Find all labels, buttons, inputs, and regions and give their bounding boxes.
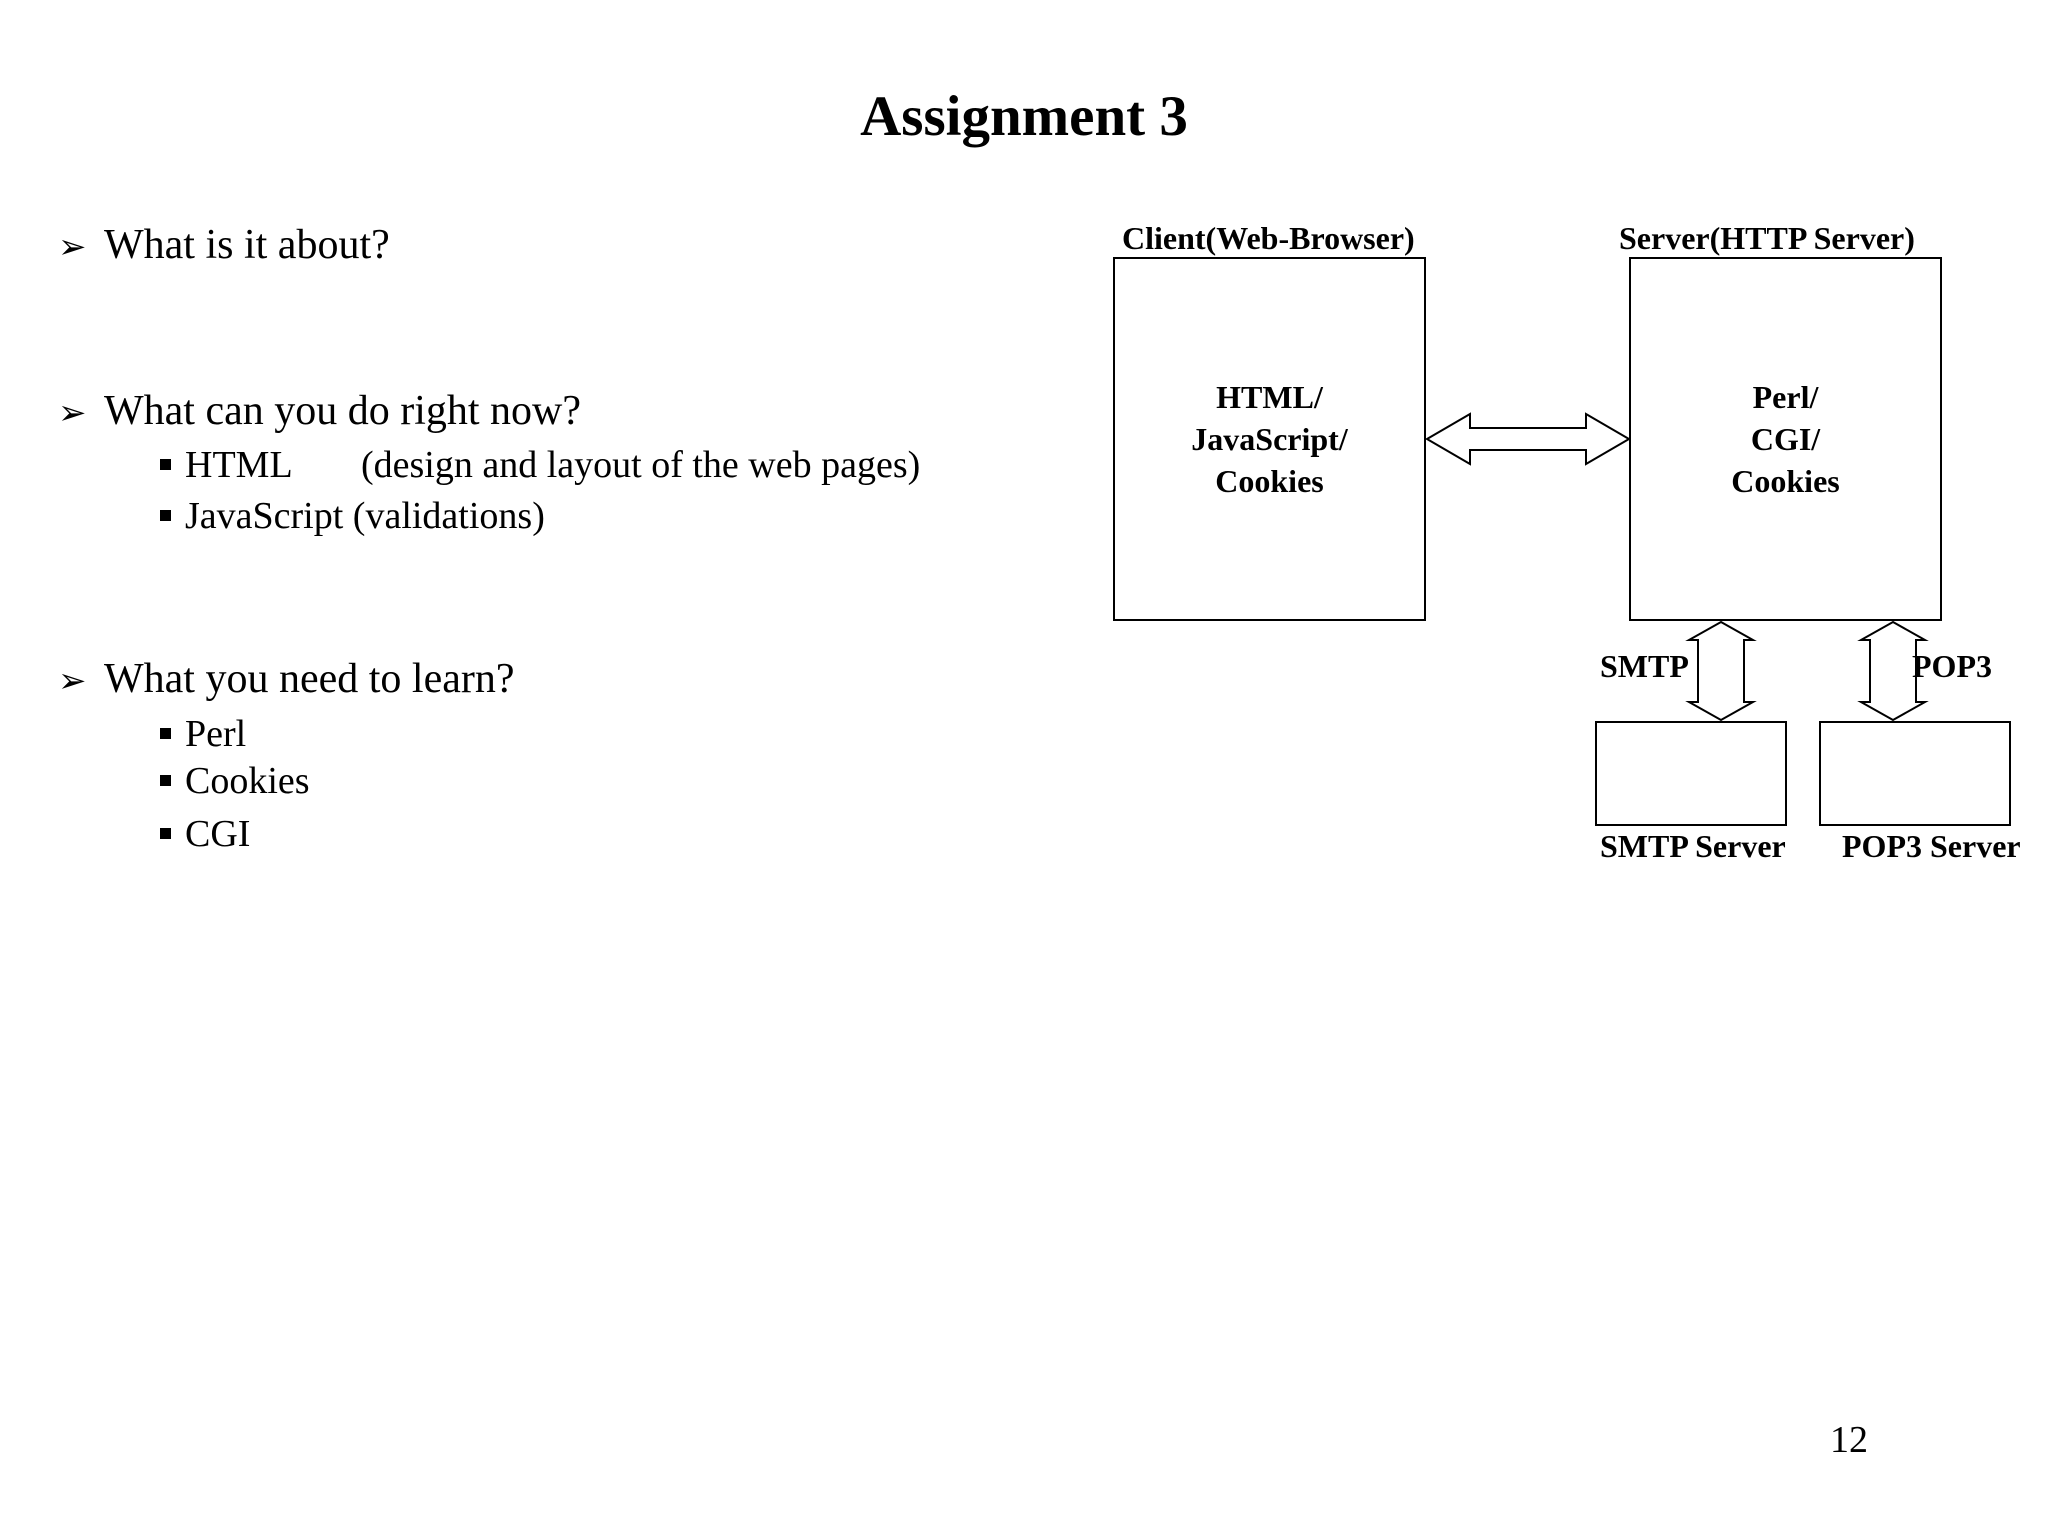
list-item-html: HTML (design and layout of the web pages) (160, 442, 920, 488)
smtp-server-box (1595, 721, 1787, 826)
server-label: Server(HTTP Server) (1619, 220, 1915, 256)
pop3-server-box (1819, 721, 2011, 826)
list-item-cgi: CGI (160, 811, 250, 857)
page-number: 12 (1830, 1419, 1868, 1461)
diagram-shapes (1113, 257, 2011, 826)
arrow-bullet-icon: ➢ (58, 393, 87, 433)
client-box-line: Cookies (1215, 463, 1324, 499)
arrow-bullet-icon: ➢ (58, 227, 87, 267)
client-server-double-arrow (1425, 412, 1631, 466)
pop3-server-label: POP3 Server (1842, 828, 2021, 864)
client-box-line: HTML/ (1216, 379, 1323, 415)
server-box-line: Cookies (1731, 463, 1840, 499)
client-box-line: JavaScript/ (1191, 421, 1348, 457)
client-box-text: HTML/ JavaScript/ Cookies (1114, 376, 1425, 502)
list-item-javascript: JavaScript (validations) (160, 493, 545, 539)
list-item-cookies: Cookies (160, 758, 310, 804)
pop3-double-arrow (1857, 620, 1929, 722)
architecture-diagram: Client(Web-Browser) Server(HTTP Server) … (1100, 200, 2048, 920)
item-note: (validations) (352, 495, 545, 537)
list-item-perl: Perl (160, 711, 246, 757)
client-box (1113, 257, 1426, 621)
square-bullet-icon (160, 828, 171, 839)
square-bullet-icon (160, 775, 171, 786)
pop3-link-label: POP3 (1912, 648, 1992, 684)
item-label: JavaScript (185, 495, 344, 537)
question-text: What can you do right now? (104, 388, 582, 434)
slide-title: Assignment 3 (860, 85, 1188, 148)
question-do-now: ➢ What can you do right now? (58, 386, 581, 438)
question-learn: ➢ What you need to learn? (58, 654, 514, 706)
item-note: (design and layout of the web pages) (361, 444, 921, 486)
question-text: What is it about? (104, 222, 390, 268)
question-about: ➢ What is it about? (58, 220, 390, 272)
square-bullet-icon (160, 728, 171, 739)
square-bullet-icon (160, 459, 171, 470)
server-box-line: CGI/ (1750, 421, 1821, 457)
item-label: CGI (185, 813, 251, 855)
question-text: What you need to learn? (104, 656, 515, 702)
square-bullet-icon (160, 510, 171, 521)
smtp-server-label: SMTP Server (1600, 828, 1786, 864)
arrow-bullet-icon: ➢ (58, 661, 87, 701)
server-box (1629, 257, 1942, 621)
item-label: Cookies (185, 760, 310, 802)
server-box-text: Perl/ CGI/ Cookies (1630, 376, 1941, 502)
smtp-link-label: SMTP (1600, 648, 1689, 684)
item-label: Perl (185, 713, 247, 755)
smtp-double-arrow (1685, 620, 1757, 722)
server-box-line: Perl/ (1752, 379, 1819, 415)
client-label: Client(Web-Browser) (1122, 220, 1415, 256)
bullet-list: ➢ What is it about? ➢ What can you do righ… (58, 220, 1058, 920)
item-label: HTML (185, 444, 293, 486)
